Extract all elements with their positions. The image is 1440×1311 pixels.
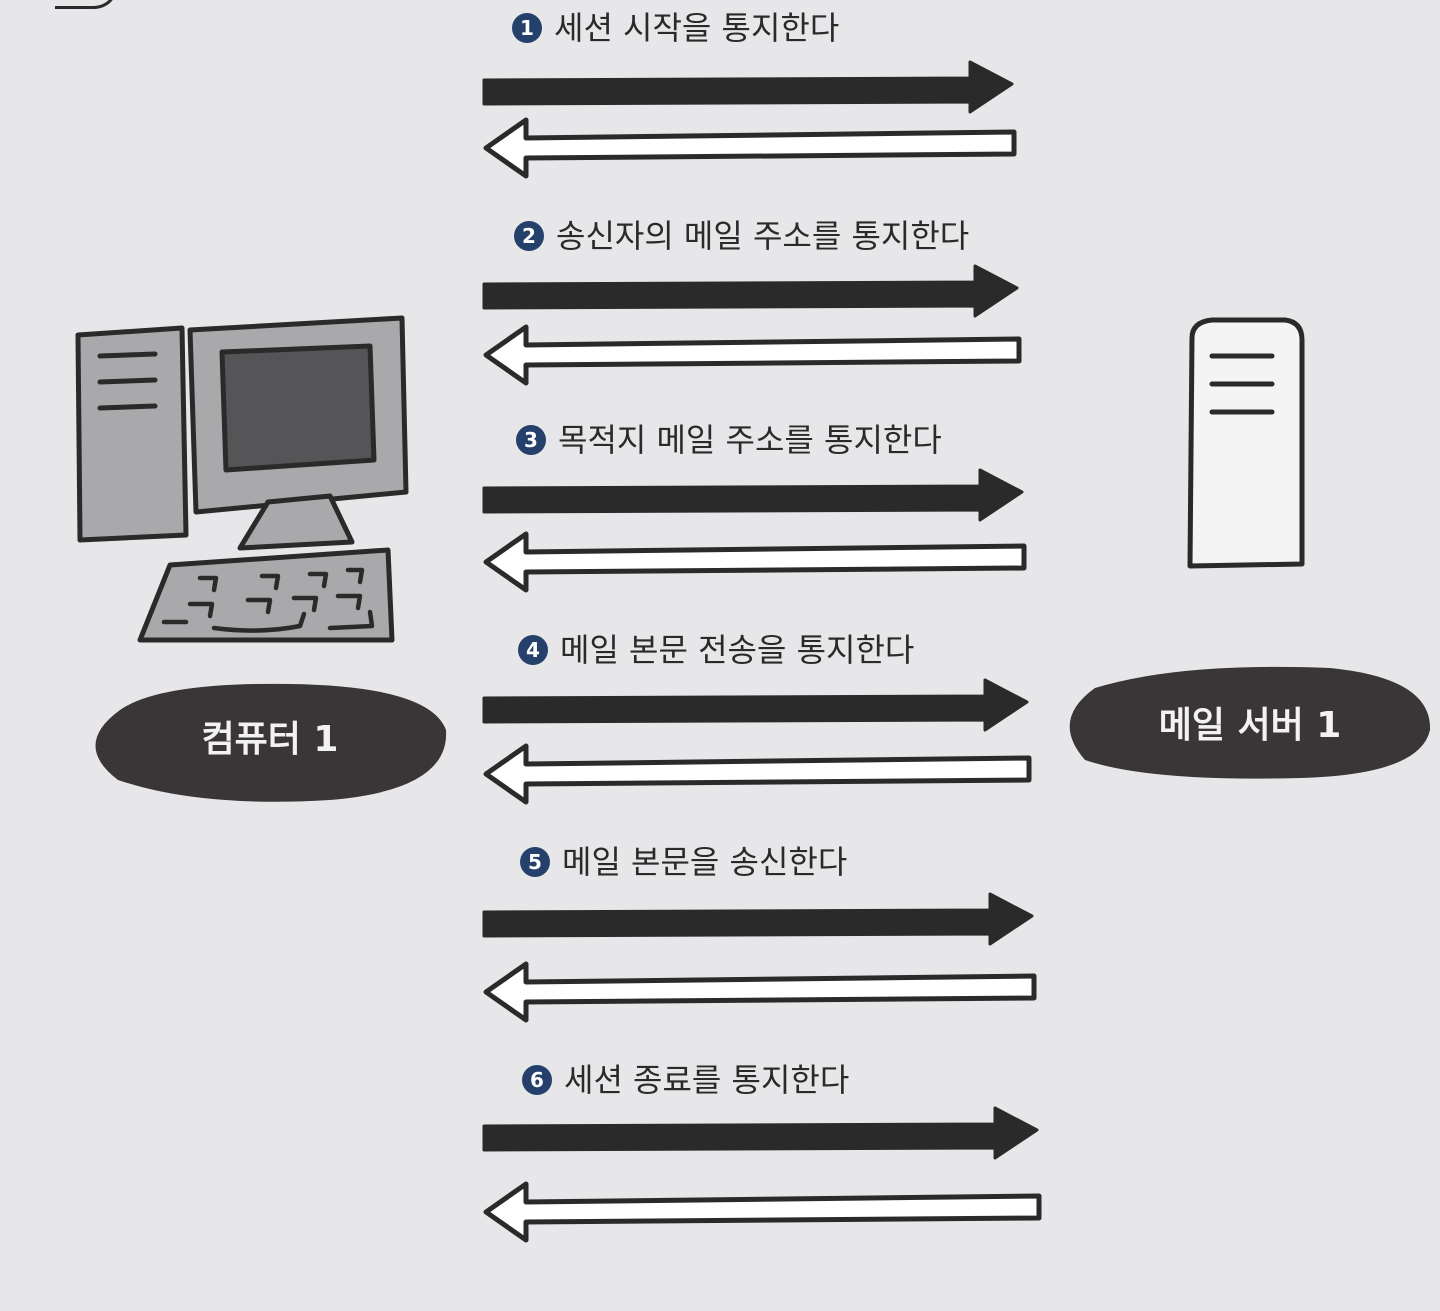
step-label-4: 4 메일 본문 전송을 통지한다 [518,634,914,666]
step-label-1: 1 세션 시작을 통지한다 [512,12,839,44]
response-arrow-6 [483,1181,1042,1243]
step-number-badge: 6 [522,1065,552,1095]
request-arrow-6 [482,1106,1039,1160]
response-arrow-5 [483,961,1037,1023]
keyboard [137,547,395,643]
server-label-blob [1069,666,1431,779]
monitor-stand [237,493,355,551]
computer-icon [75,315,409,643]
step-text: 메일 본문 전송을 통지한다 [560,631,915,669]
message-arrows [482,60,1042,1243]
step-number-badge: 3 [516,425,546,455]
step-text: 목적지 메일 주소를 통지한다 [558,421,942,459]
response-arrow-1 [483,117,1017,179]
response-arrow-3 [483,531,1027,593]
client-label-blob [95,683,447,802]
request-arrow-2 [482,264,1019,318]
step-text: 메일 본문을 송신한다 [562,843,848,881]
step-label-6: 6 세션 종료를 통지한다 [522,1064,849,1096]
step-label-3: 3 목적지 메일 주소를 통지한다 [516,424,942,456]
tower-vent-3 [97,403,158,411]
response-arrow-4 [483,743,1032,805]
request-arrow-4 [482,678,1029,732]
step-text: 세션 종료를 통지한다 [564,1061,850,1099]
client-label: 컴퓨터 1 [201,719,339,760]
step-number-badge: 5 [520,847,550,877]
step-number-badge: 1 [512,13,542,43]
step-label-5: 5 메일 본문을 송신한다 [520,846,847,878]
request-arrow-3 [482,468,1024,522]
server-label: 메일 서버 1 [1158,705,1342,746]
tower-vent-1 [97,351,158,359]
keyboard-keys [161,567,375,633]
step-number-badge: 2 [514,221,544,251]
monitor-screen [219,343,377,473]
tower-vent-2 [97,377,158,385]
tower-case [75,325,189,543]
server-icon [1187,317,1305,569]
step-number-badge: 4 [518,635,548,665]
step-text: 세션 시작을 통지한다 [554,9,840,47]
request-arrow-5 [482,892,1034,946]
request-arrow-1 [482,60,1014,114]
step-text: 송신자의 메일 주소를 통지한다 [556,217,970,255]
response-arrow-2 [483,324,1022,386]
step-label-2: 2 송신자의 메일 주소를 통지한다 [514,220,969,252]
